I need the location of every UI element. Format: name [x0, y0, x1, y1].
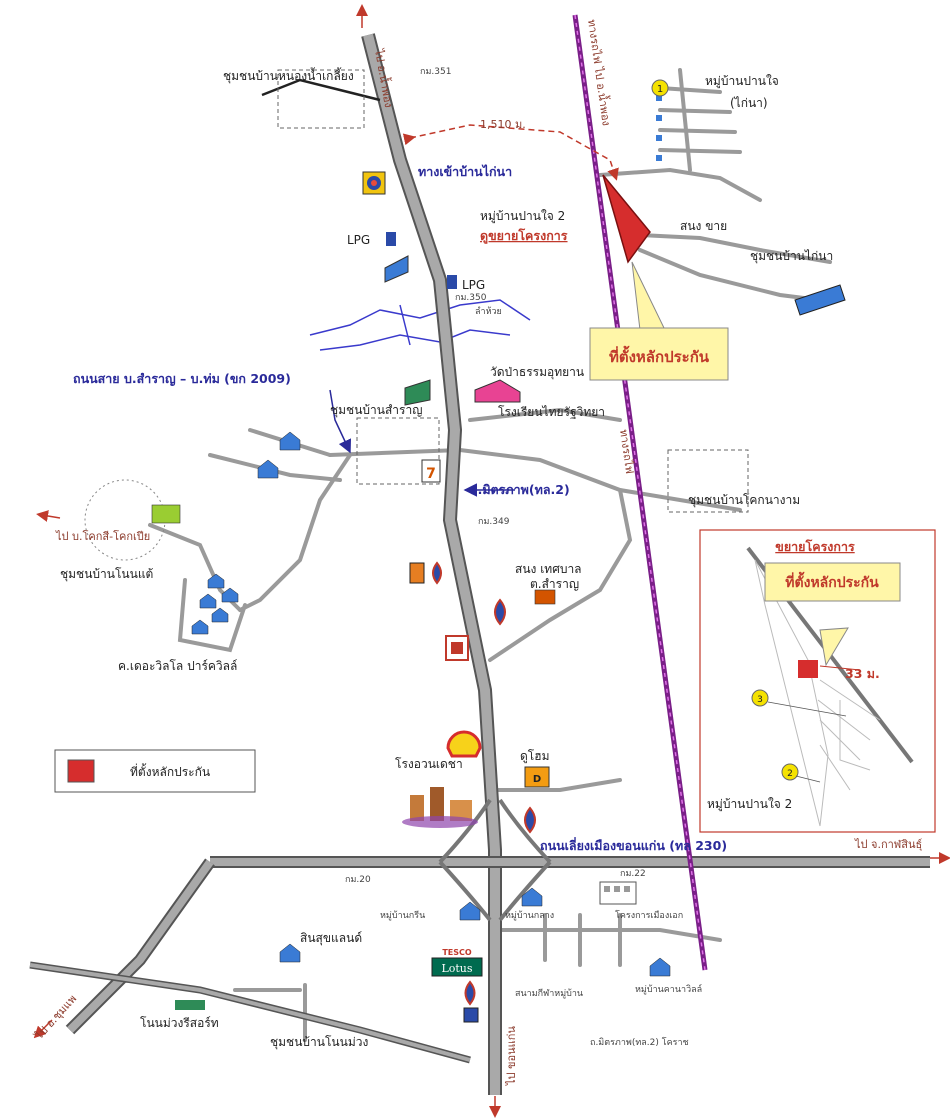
to-khok-si-label: ไป บ.โคกสี-โคกเปีย — [55, 529, 150, 543]
project-expand-label[interactable]: ดูขยายโครงการ — [480, 228, 568, 244]
municipal-office-icon — [534, 589, 556, 605]
hospital-label: โรงอวนเดชา — [395, 757, 463, 771]
direction-arrows — [33, 4, 950, 1118]
km20-label: กม.20 — [345, 875, 371, 885]
green-village-label: หมู่บ้านกรีน — [380, 910, 425, 921]
ptt-station-icon-2 — [494, 598, 506, 626]
convenience-store-icon: 7 — [421, 459, 441, 483]
ptt-station-icon-4 — [463, 980, 479, 1023]
inset-33m-label: 33 ม. — [845, 666, 880, 681]
main-location-label: ที่ตั้งหลักประกัน — [609, 345, 710, 366]
field-label: สนง ขาย — [680, 219, 727, 233]
ptt-station-icon-3 — [524, 806, 536, 834]
inset-location-label: ที่ตั้งหลักประกัน — [785, 571, 879, 591]
inset-title: ขยายโครงการ — [775, 539, 855, 554]
inset-marker-2: 2 — [787, 769, 793, 779]
samran-community-label: ชุมชนบ้านสำราญ — [330, 403, 422, 418]
mueang-ek-label: โครงการเมืองเอก — [615, 910, 683, 921]
svg-text:1: 1 — [657, 84, 663, 95]
svg-text:D: D — [533, 774, 541, 785]
temple-icon — [151, 504, 181, 524]
inset-map — [699, 529, 936, 833]
kai-na-community-label: ชุมชนบ้านไก่นา — [750, 249, 833, 264]
svg-text:7: 7 — [426, 466, 436, 482]
hospital-building-icon — [402, 787, 478, 828]
inset-village-label: หมู่บ้านปานใจ 2 — [707, 797, 792, 812]
to-chum-phae-label: ไป อ.ชุมแพ — [32, 992, 79, 1042]
golf-field-label: สนามกีฬาหมู่บ้าน — [515, 988, 583, 999]
middle-village-label: หมู่บ้านกลาง — [505, 910, 554, 921]
lpg-station-label-1: LPG — [347, 233, 370, 247]
distance-path — [402, 124, 619, 181]
non-muang-resort-label: โนนม่วงรีสอร์ท — [140, 1016, 219, 1030]
leader-arrows — [329, 389, 515, 497]
inset-marker-3: 3 — [757, 695, 763, 705]
kai-na-paren-label: (ไก่นา) — [730, 96, 768, 110]
school-icon — [474, 379, 521, 403]
km22-label: กม.22 — [620, 869, 646, 879]
km351-label: กม.351 — [420, 67, 451, 77]
nong-nam-kiang-label: ชุมชนบ้านหนองน้ำเกลี้ยง — [223, 67, 354, 84]
du-home-label: ดูโฮม — [520, 749, 549, 764]
gas-station-icon — [362, 171, 386, 195]
stream — [309, 299, 531, 351]
building-icon-1 — [384, 255, 409, 283]
railway-label: ทางรถไฟ — [617, 429, 636, 475]
mittraphap-label: ถ.มิตรภาพ(ทล.2) — [470, 482, 570, 497]
du-home-icon: D — [524, 766, 550, 788]
sinsuk-land-label: สินสุขแลนด์ — [300, 931, 362, 946]
non-tae-label: ชุมชนบ้านโนนแต้ — [60, 567, 153, 582]
railway-line — [572, 14, 708, 971]
collateral-location-marker[interactable] — [602, 174, 651, 264]
lotus-label: Lotus — [441, 962, 472, 975]
hospital-icon — [445, 635, 469, 661]
samran-tambon-label: ต.สำราญ — [530, 577, 579, 591]
km350-label: กม.350 — [455, 293, 487, 303]
resort-icon — [175, 1000, 205, 1010]
legend-label: ที่ตั้งหลักประกัน — [130, 763, 210, 779]
entrance-kai-na-label: ทางเข้าบ้านไก่นา — [418, 164, 512, 179]
road-samran-label: ถนนสาย บ.สำราญ – บ.ท่ม (ขก 2009) — [73, 371, 291, 386]
municipal-office-label: สนง เทศบาล — [515, 562, 582, 576]
legend — [54, 749, 256, 793]
lpg-icon-1 — [386, 232, 396, 246]
km349-label: กม.349 — [478, 517, 510, 527]
the-villa-label: ค.เดอะวิลโล ปาร์ควิลล์ — [118, 659, 237, 673]
chanavill-label: หมู่บ้านคานาวิลล์ — [635, 983, 702, 995]
building-icon-2 — [404, 379, 431, 406]
stream-label: ลำห้วย — [475, 306, 502, 317]
main-location-callout — [589, 261, 729, 381]
ptt-station-icon — [409, 561, 442, 585]
pan-jai-village-label: หมู่บ้านปานใจ — [705, 74, 779, 89]
pan-jai-2-label: หมู่บ้านปานใจ 2 — [480, 209, 565, 224]
lpg-station-label-2: LPG — [462, 278, 485, 292]
to-khon-kaen-label: ไป ขอนแก่น — [505, 1026, 518, 1086]
to-kalasin-label: ไป จ.กาฬสินธุ์ — [854, 838, 922, 851]
lpg-icon-2 — [447, 275, 457, 289]
shell-icon — [446, 730, 482, 758]
highway-mittraphap — [361, 33, 502, 1095]
highway-bypass — [29, 798, 930, 1064]
village-house-icons — [191, 431, 671, 977]
lotus-store-icon — [431, 957, 483, 977]
community-boxes — [277, 69, 749, 513]
pan-jai-houses — [656, 95, 662, 161]
tesco-label: TESCO — [442, 948, 472, 957]
school-label: โรงเรียนไทยรัฐวิทยา — [498, 405, 605, 419]
non-muang-community-label: ชุมชนบ้านโนนม่วง — [270, 1035, 368, 1050]
khok-nang-ngam-label: ชุมชนบ้านโคกนางาม — [688, 493, 800, 508]
bypass-label: ถนนเลี่ยงเมืองขอนแก่น (ทล 230) — [540, 837, 727, 853]
temple-label: วัดป่าธรรมอุทยาน — [490, 365, 584, 380]
distance-label: 1,510 ม. — [480, 118, 526, 131]
mittraphap-south-label: ถ.มิตรภาพ(ทล.2) โคราช — [590, 1037, 689, 1048]
mueang-ek-icon — [599, 881, 637, 905]
marker-1: 1 — [651, 79, 669, 97]
nong-nam-kiang-road — [261, 78, 381, 102]
kai-na-village-icon — [794, 284, 846, 316]
